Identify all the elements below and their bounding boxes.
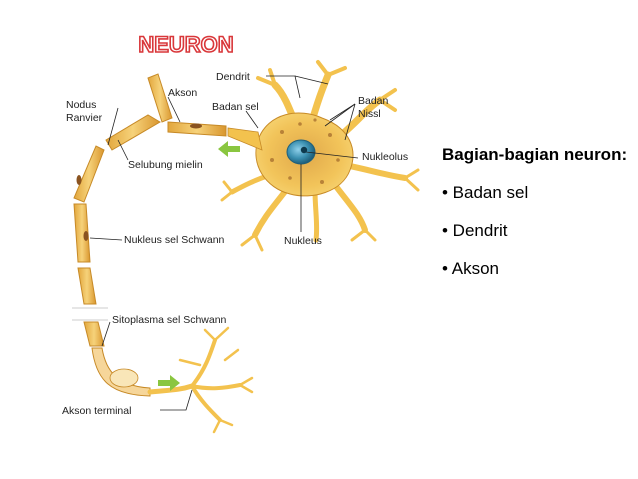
- label-dendrit: Dendrit: [216, 71, 250, 83]
- axon-hillock: [227, 127, 263, 151]
- signal-arrow-icon: [158, 375, 180, 391]
- sidebar-summary: Bagian-bagian neuron: • Badan sel • Dend…: [442, 142, 632, 296]
- nucleus: [286, 139, 316, 165]
- axon-terminals: [147, 326, 254, 434]
- axon-break: [72, 308, 108, 320]
- label-sitoplasma-sel-schwann: Sitoplasma sel Schwann: [112, 314, 227, 326]
- dendrites: [220, 60, 420, 252]
- sidebar-title: Bagian-bagian neuron:: [442, 145, 628, 164]
- sidebar-item-akson: • Akson: [442, 259, 499, 278]
- myelin-sheath: [73, 73, 227, 347]
- label-selubung-mielin: Selubung mielin: [128, 159, 203, 171]
- label-badan-sel: Badan sel: [212, 101, 259, 113]
- nissl-bodies: [270, 118, 340, 184]
- schwann-nuclei: [76, 123, 202, 241]
- sidebar-item-dendrit: • Dendrit: [442, 221, 508, 240]
- label-nissl: Nissl: [358, 108, 381, 120]
- schwann-cytoplasm: [109, 368, 139, 388]
- nucleolus: [300, 146, 308, 154]
- label-nukleus: Nukleus: [284, 235, 322, 247]
- label-nodus: Nodus: [66, 99, 96, 111]
- diagram-title: NEURON: [138, 32, 233, 57]
- label-akson: Akson: [168, 87, 197, 99]
- label-nukleolus: Nukleolus: [362, 151, 408, 163]
- label-akson-terminal: Akson terminal: [62, 405, 131, 417]
- leader-lines: [89, 75, 359, 411]
- label-nukleus-sel-schwann: Nukleus sel Schwann: [124, 234, 225, 246]
- signal-arrow-icon: [218, 141, 240, 157]
- label-ranvier: Ranvier: [66, 112, 103, 124]
- label-badan: Badan: [358, 95, 389, 107]
- sidebar-item-badan-sel: • Badan sel: [442, 183, 529, 202]
